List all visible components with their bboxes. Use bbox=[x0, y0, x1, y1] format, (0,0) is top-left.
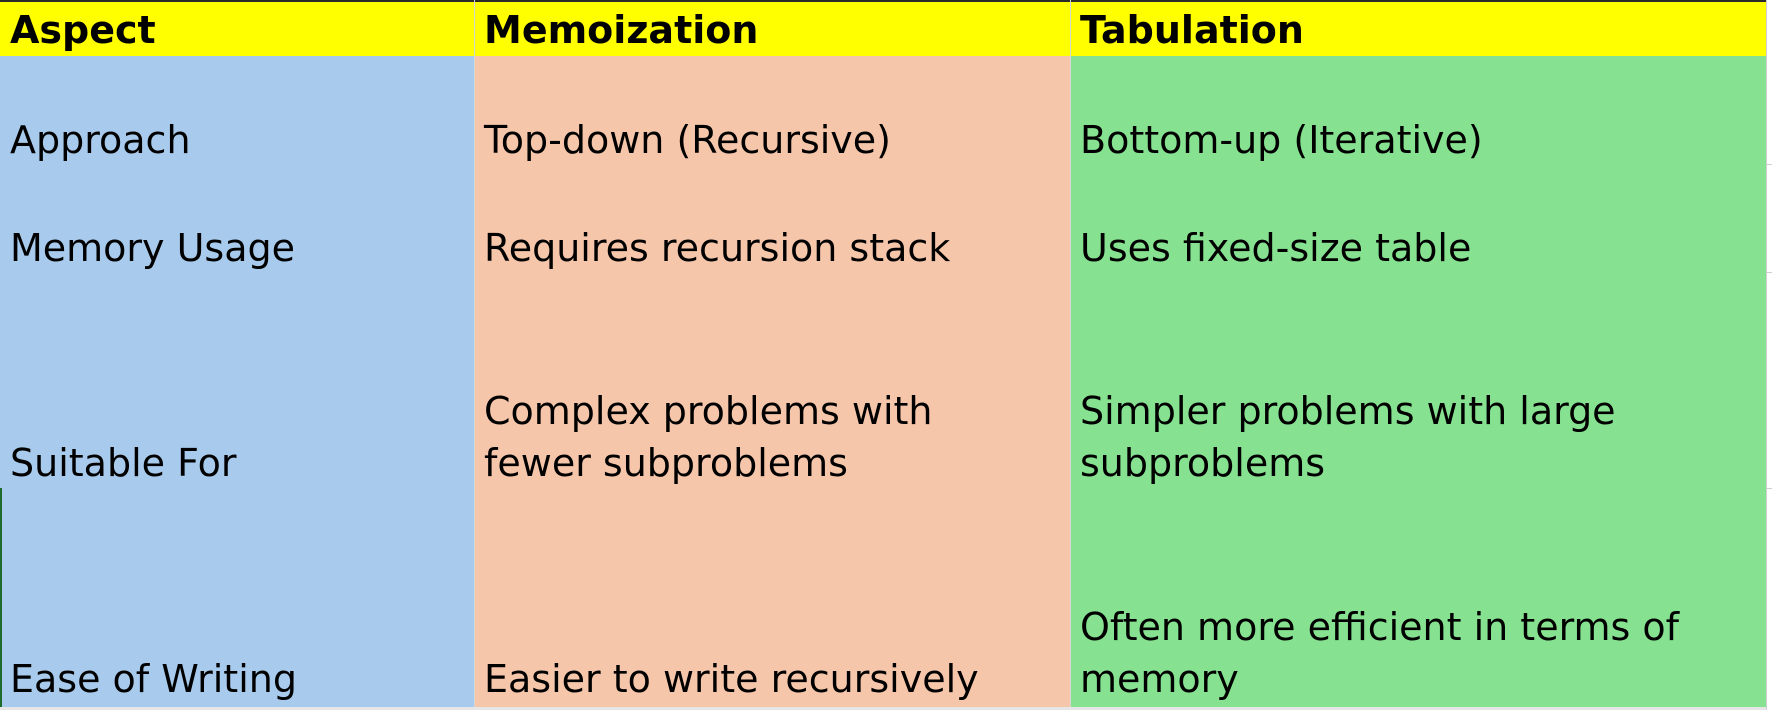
header-aspect[interactable]: Aspect bbox=[0, 0, 474, 56]
table-cell-tabulation-approach[interactable]: Bottom-up (Iterative) bbox=[1080, 118, 1483, 162]
table-cell-tabulation-memory-usage[interactable]: Uses fixed-size table bbox=[1080, 226, 1472, 270]
header-memoization[interactable]: Memoization bbox=[474, 0, 1070, 56]
column-divider bbox=[1070, 0, 1071, 707]
table-cell-tabulation-suitable-for[interactable]: Simpler problems with large subproblems bbox=[1080, 389, 1616, 485]
row-divider bbox=[0, 707, 1772, 710]
sheet-right-margin bbox=[1766, 0, 1772, 710]
tabulation-column-fill bbox=[1070, 56, 1766, 707]
table-cell-memoization-memory-usage[interactable]: Requires recursion stack bbox=[484, 226, 951, 270]
table-cell-memoization-ease-of-writing[interactable]: Easier to write recursively bbox=[484, 657, 979, 701]
cell-selection-edge bbox=[0, 488, 2, 707]
memoization-column-fill bbox=[474, 56, 1070, 707]
header-tabulation[interactable]: Tabulation bbox=[1070, 0, 1766, 56]
row-tick bbox=[1767, 164, 1772, 165]
table-cell-memoization-suitable-for[interactable]: Complex problems with fewer subproblems bbox=[484, 389, 933, 485]
column-divider bbox=[474, 0, 475, 707]
table-cell-aspect-ease-of-writing[interactable]: Ease of Writing bbox=[10, 657, 297, 701]
table-cell-aspect-memory-usage[interactable]: Memory Usage bbox=[10, 226, 296, 270]
row-tick bbox=[1767, 272, 1772, 273]
row-tick bbox=[1767, 488, 1772, 489]
table-cell-tabulation-ease-of-writing[interactable]: Often more efficient in terms of memory bbox=[1080, 605, 1680, 701]
table-cell-aspect-suitable-for[interactable]: Suitable For bbox=[10, 441, 237, 485]
aspect-column-fill bbox=[0, 56, 474, 707]
table-cell-memoization-approach[interactable]: Top-down (Recursive) bbox=[484, 118, 891, 162]
table-cell-aspect-approach[interactable]: Approach bbox=[10, 118, 191, 162]
